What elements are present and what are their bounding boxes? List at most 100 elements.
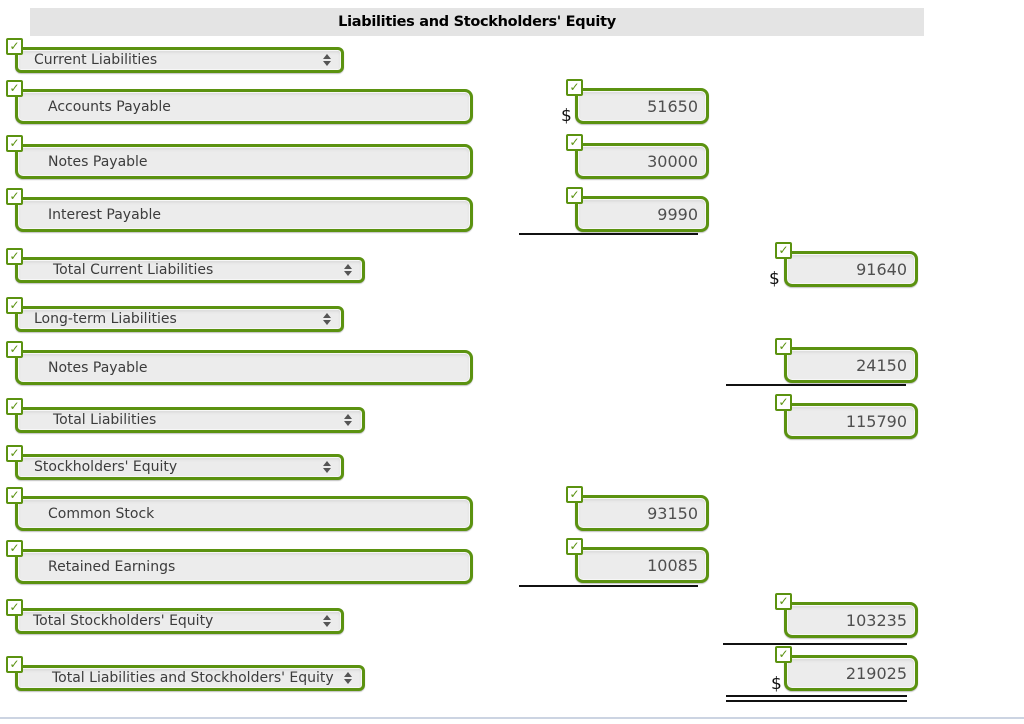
checkbox-total-stockholders-equity-amount[interactable]: ✓ — [775, 593, 792, 610]
select-total-liabilities[interactable]: Total Liabilities — [15, 407, 365, 433]
checkmark-icon: ✓ — [569, 539, 580, 553]
checkbox-retained-earnings-amount[interactable]: ✓ — [566, 538, 583, 555]
select-total-liab-and-equity[interactable]: Total Liabilities and Stockholders' Equi… — [15, 665, 365, 691]
amount-input-notes-payable-current[interactable]: 30000 — [575, 143, 709, 179]
checkbox-notes-payable-current-amount[interactable]: ✓ — [566, 134, 583, 151]
checkbox-accounts-payable[interactable]: ✓ — [6, 80, 23, 97]
page-title: Liabilities and Stockholders' Equity — [338, 14, 616, 30]
select-label: Total Liabilities — [53, 412, 157, 428]
dropdown-arrows-icon — [323, 313, 331, 325]
select-total-current-liabilities[interactable]: Total Current Liabilities — [15, 257, 365, 283]
amount-value: 103235 — [845, 610, 907, 630]
amount-value: 9990 — [657, 204, 698, 224]
checkbox-stockholders-equity[interactable]: ✓ — [6, 445, 23, 462]
checkbox-total-stockholders-equity[interactable]: ✓ — [6, 599, 23, 616]
checkbox-common-stock[interactable]: ✓ — [6, 487, 23, 504]
checkbox-interest-payable-amount[interactable]: ✓ — [566, 187, 583, 204]
checkmark-icon: ✓ — [9, 446, 20, 460]
amount-input-retained-earnings[interactable]: 10085 — [575, 547, 709, 583]
statement-header: Liabilities and Stockholders' Equity — [30, 8, 924, 36]
select-stockholders-equity[interactable]: Stockholders' Equity — [15, 454, 344, 480]
account-label: Retained Earnings — [48, 558, 176, 575]
checkmark-icon: ✓ — [778, 339, 789, 353]
account-input-interest-payable[interactable]: Interest Payable — [15, 197, 473, 232]
amount-input-notes-payable-longterm[interactable]: 24150 — [784, 347, 918, 383]
account-label: Common Stock — [48, 505, 155, 522]
checkbox-accounts-payable-amount[interactable]: ✓ — [566, 79, 583, 96]
amount-input-total-liabilities[interactable]: 115790 — [784, 403, 918, 439]
checkmark-icon: ✓ — [569, 487, 580, 501]
checkmark-icon: ✓ — [569, 188, 580, 202]
amount-value: 51650 — [647, 96, 698, 116]
checkmark-icon: ✓ — [9, 399, 20, 413]
dropdown-arrows-icon — [323, 54, 331, 66]
amount-input-total-current-liabilities[interactable]: 91640 — [784, 251, 918, 287]
amount-input-total-liab-and-equity[interactable]: 219025 — [784, 655, 918, 691]
dropdown-arrows-icon — [344, 672, 352, 684]
dollar-sign: $ — [769, 269, 780, 289]
checkmark-icon: ✓ — [569, 135, 580, 149]
checkbox-retained-earnings[interactable]: ✓ — [6, 540, 23, 557]
checkmark-icon: ✓ — [9, 488, 20, 502]
account-input-accounts-payable[interactable]: Accounts Payable — [15, 89, 473, 124]
checkmark-icon: ✓ — [9, 541, 20, 555]
checkmark-icon: ✓ — [9, 298, 20, 312]
checkmark-icon: ✓ — [9, 657, 20, 671]
account-label: Interest Payable — [48, 206, 162, 223]
checkbox-total-current-liabilities[interactable]: ✓ — [6, 248, 23, 265]
checkbox-interest-payable[interactable]: ✓ — [6, 188, 23, 205]
select-long-term-liabilities[interactable]: Long-term Liabilities — [15, 306, 344, 332]
amount-value: 115790 — [845, 411, 907, 431]
dollar-sign: $ — [771, 674, 782, 694]
amount-value: 91640 — [856, 259, 907, 279]
checkbox-total-liab-and-equity[interactable]: ✓ — [6, 656, 23, 673]
amount-input-total-stockholders-equity[interactable]: 103235 — [784, 602, 918, 638]
checkmark-icon: ✓ — [9, 136, 20, 150]
select-label: Total Liabilities and Stockholders' Equi… — [52, 670, 334, 686]
dropdown-arrows-icon — [344, 264, 352, 276]
account-label: Notes Payable — [48, 359, 148, 376]
checkmark-icon: ✓ — [778, 647, 789, 661]
select-label: Total Current Liabilities — [53, 262, 214, 278]
checkbox-total-liab-and-equity-amount[interactable]: ✓ — [775, 646, 792, 663]
select-label: Stockholders' Equity — [34, 459, 178, 475]
single-underline — [723, 643, 907, 645]
select-label: Long-term Liabilities — [34, 311, 177, 327]
checkbox-notes-payable-longterm-amount[interactable]: ✓ — [775, 338, 792, 355]
checkmark-icon: ✓ — [9, 81, 20, 95]
dollar-sign: $ — [561, 106, 572, 126]
account-input-notes-payable-longterm[interactable]: Notes Payable — [15, 350, 473, 385]
checkbox-total-liabilities[interactable]: ✓ — [6, 398, 23, 415]
checkbox-total-current-liabilities-amount[interactable]: ✓ — [775, 242, 792, 259]
checkbox-notes-payable-longterm[interactable]: ✓ — [6, 341, 23, 358]
checkmark-icon: ✓ — [569, 80, 580, 94]
checkmark-icon: ✓ — [778, 243, 789, 257]
checkbox-notes-payable-current[interactable]: ✓ — [6, 135, 23, 152]
checkbox-common-stock-amount[interactable]: ✓ — [566, 486, 583, 503]
amount-value: 10085 — [647, 555, 698, 575]
amount-input-accounts-payable[interactable]: 51650 — [575, 88, 709, 124]
checkbox-current-liabilities[interactable]: ✓ — [6, 38, 23, 55]
amount-input-interest-payable[interactable]: 9990 — [575, 196, 709, 232]
amount-input-common-stock[interactable]: 93150 — [575, 495, 709, 531]
account-input-common-stock[interactable]: Common Stock — [15, 496, 473, 531]
checkmark-icon: ✓ — [9, 249, 20, 263]
dropdown-arrows-icon — [323, 461, 331, 473]
select-label: Current Liabilities — [34, 52, 158, 68]
select-label: Total Stockholders' Equity — [33, 613, 214, 629]
select-current-liabilities[interactable]: Current Liabilities — [15, 47, 344, 73]
dropdown-arrows-icon — [344, 414, 352, 426]
account-label: Notes Payable — [48, 153, 148, 170]
checkbox-total-liabilities-amount[interactable]: ✓ — [775, 394, 792, 411]
account-input-retained-earnings[interactable]: Retained Earnings — [15, 549, 473, 584]
account-label: Accounts Payable — [48, 98, 171, 115]
select-total-stockholders-equity[interactable]: Total Stockholders' Equity — [15, 608, 344, 634]
account-input-notes-payable-current[interactable]: Notes Payable — [15, 144, 473, 179]
dropdown-arrows-icon — [323, 615, 331, 627]
amount-value: 219025 — [845, 663, 907, 683]
checkmark-icon: ✓ — [9, 39, 20, 53]
amount-value: 30000 — [647, 151, 698, 171]
checkmark-icon: ✓ — [9, 342, 20, 356]
checkbox-long-term-liabilities[interactable]: ✓ — [6, 297, 23, 314]
